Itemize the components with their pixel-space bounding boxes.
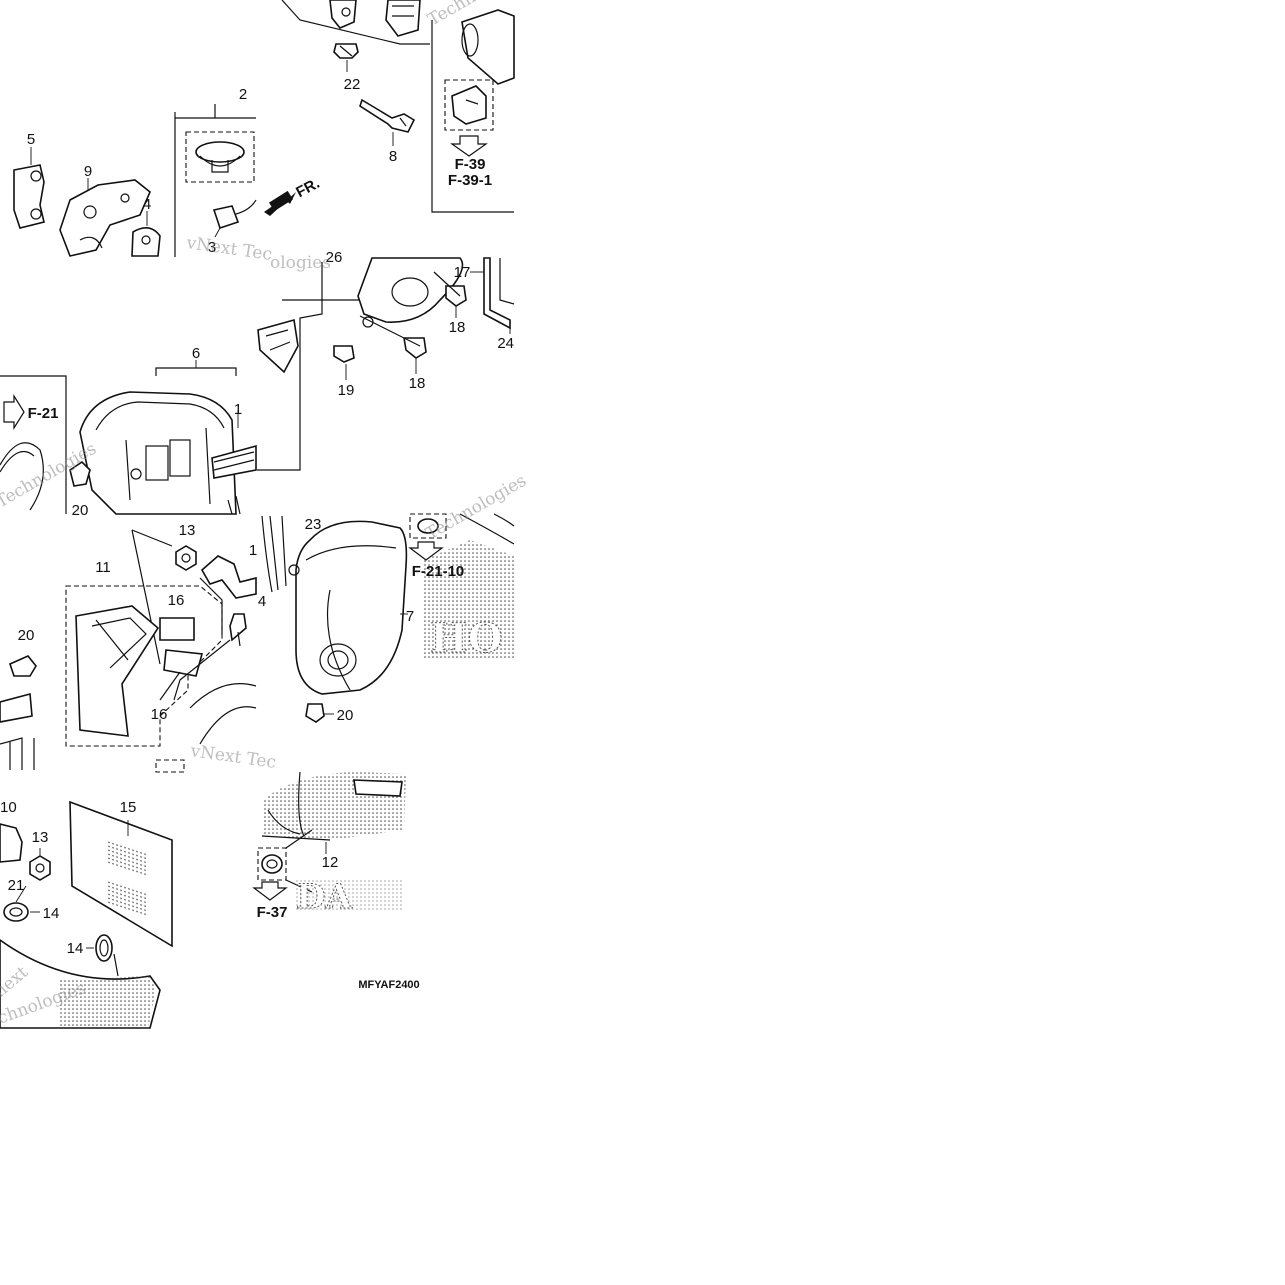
watermark-4: vNext Tec — [188, 741, 277, 773]
ref-arrow-f2110 — [408, 541, 444, 561]
callout-23: 23 — [305, 516, 322, 533]
ref-f21: F-21 — [28, 405, 59, 422]
callout-26: 26 — [326, 249, 343, 266]
callout-1-b: 1 — [249, 542, 257, 559]
part-10-bracket-b — [0, 823, 23, 863]
ref-f39-1: F-39-1 — [448, 172, 492, 189]
part-16-pad-a — [159, 617, 195, 641]
tile-top-middle — [281, 0, 515, 213]
part-5-plate — [13, 164, 45, 229]
callout-13-b: 13 — [32, 829, 49, 846]
part-20-bolt — [69, 460, 91, 487]
part-17-rail — [483, 257, 511, 330]
part-8-key — [359, 98, 416, 133]
callout-20: 20 — [72, 502, 89, 519]
callout-4: 4 — [143, 196, 151, 213]
part-15-sheet — [69, 800, 173, 948]
diagram-code: MFYAF2400 — [358, 979, 419, 991]
callout-11: 11 — [95, 559, 111, 576]
part-20-bolt-c — [305, 703, 325, 723]
callout-1: 1 — [234, 401, 242, 418]
callout-3: 3 — [208, 239, 216, 256]
part-14-grommet-a — [3, 902, 29, 922]
tile-bottom-middle — [252, 771, 406, 910]
callout-21: 21 — [8, 877, 25, 894]
part-19-screw — [333, 345, 355, 363]
callout-14-b: 14 — [67, 940, 84, 957]
callout-20-b: 20 — [18, 627, 35, 644]
callout-9: 9 — [84, 163, 92, 180]
lock-bracket — [385, 0, 421, 37]
part-13-nut — [175, 545, 197, 571]
callout-15: 15 — [120, 799, 137, 816]
brand-marks: HO DA — [296, 615, 504, 918]
tile-top-left — [13, 104, 296, 257]
callout-22: 22 — [344, 76, 361, 93]
part-4-bolt-group — [131, 227, 161, 257]
callout-13: 13 — [179, 522, 196, 539]
callout-10: 10 — [0, 799, 17, 816]
callout-2: 2 — [239, 86, 247, 103]
part-14-grommet-b — [95, 934, 113, 962]
watermark-1: vNext Tec — [184, 233, 273, 265]
callouts: 2 5 9 4 3 22 8 6 1 20 17 18 18 19 24 26 … — [0, 76, 514, 957]
part-6-cover — [79, 391, 237, 515]
part-9-stay — [59, 179, 151, 257]
callout-8: 8 — [389, 148, 397, 165]
part-2-cap — [195, 141, 245, 163]
ref-f21-10: F-21-10 — [412, 563, 465, 580]
callout-4-b: 4 — [258, 593, 266, 610]
grommet-upper — [417, 518, 439, 534]
direction-label: FR. — [293, 175, 322, 201]
part-16-pad-b — [163, 649, 204, 677]
lock-cylinder — [461, 9, 515, 85]
part-19-clip — [257, 318, 299, 374]
ref-f37: F-37 — [257, 904, 288, 921]
ref-arrow-f21-left — [3, 393, 25, 431]
tile-middle-left — [0, 360, 257, 515]
ref-f39: F-39 — [455, 156, 486, 173]
part-4-bolt — [229, 613, 247, 642]
part-18-screw-a — [445, 285, 467, 307]
callout-20-c: 20 — [337, 707, 354, 724]
part-3-connector — [212, 205, 240, 230]
part-11-cover — [75, 605, 160, 737]
reference-labels: F-39 F-39-1 F-21 F-21-10 F-37 FR. MFYAF2… — [28, 156, 493, 991]
callout-16-a: 16 — [168, 592, 185, 609]
callout-6: 6 — [192, 345, 200, 362]
callout-12: 12 — [322, 854, 339, 871]
brand-mark-ho: HO — [430, 615, 503, 662]
tile-lower-middle — [261, 513, 515, 723]
callout-5: 5 — [27, 131, 35, 148]
watermark-6: ologies — [270, 253, 331, 273]
lock-inset-part — [451, 85, 487, 125]
callout-16-b: 16 — [151, 706, 168, 723]
part-20-screw-b — [9, 655, 37, 677]
ref-arrow-f39 — [450, 135, 488, 157]
callout-14-a: 14 — [43, 905, 60, 922]
tile-bottom-left — [0, 800, 173, 1029]
tile-lower-center — [0, 529, 257, 773]
part-18-screw-b — [403, 337, 427, 359]
part-13-nut-b — [29, 855, 51, 881]
ref-arrow-f37 — [252, 881, 288, 901]
callout-18-a: 18 — [449, 319, 466, 336]
callout-7: 7 — [406, 608, 414, 625]
callout-17: 17 — [454, 264, 471, 281]
tile-middle — [257, 257, 515, 471]
part-10-bracket — [200, 555, 257, 599]
emblem-plate — [353, 779, 403, 797]
callout-18-b: 18 — [409, 375, 426, 392]
brand-mark-da: DA — [296, 877, 352, 917]
watermark-7: Technologies — [423, 471, 530, 545]
callout-19: 19 — [338, 382, 355, 399]
grommet-12 — [261, 854, 283, 874]
callout-24: 24 — [497, 335, 514, 352]
strip-lower — [0, 692, 33, 723]
